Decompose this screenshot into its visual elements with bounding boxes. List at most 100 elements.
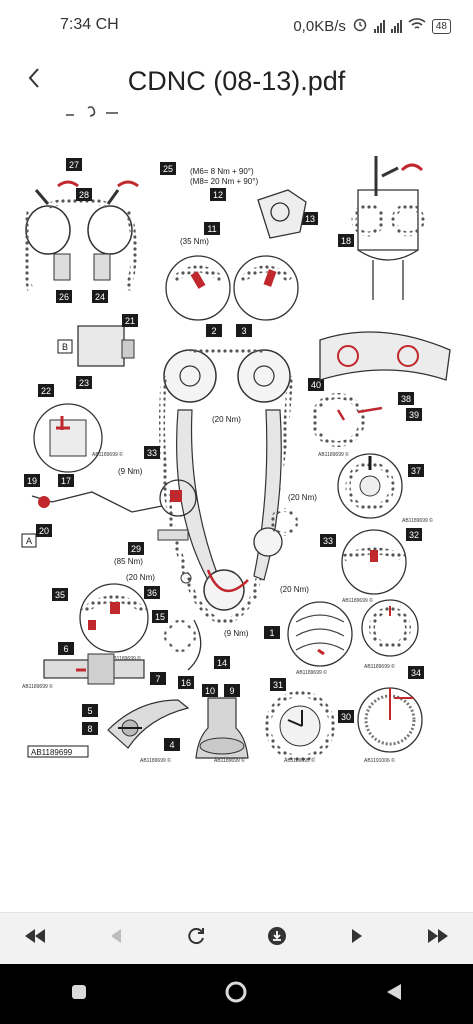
callout-9: 9 [224, 684, 240, 697]
svg-text:5: 5 [87, 706, 92, 716]
callout-39: 39 [406, 408, 422, 421]
ref-code-small-6: AB1189699 © [22, 683, 53, 690]
system-nav-bar [0, 964, 473, 1024]
rotate-button[interactable] [179, 922, 213, 956]
recents-button[interactable] [59, 974, 99, 1014]
download-button[interactable] [260, 922, 294, 956]
app-bar: CDNC (08-13).pdf [0, 52, 473, 112]
torque-9nm-a: (9 Nm) [118, 467, 143, 476]
ref-code-small-5: AB1189699 © [110, 655, 141, 662]
network-speed: 0,0KB/s [293, 17, 346, 35]
main-chain [159, 347, 293, 624]
home-circle-icon [224, 980, 248, 1009]
ref-code-small-1: AB1189699 © [92, 451, 123, 458]
svg-text:23: 23 [79, 378, 89, 388]
svg-text:12: 12 [213, 190, 223, 200]
callout-B: B [57, 339, 73, 354]
download-icon [267, 926, 287, 951]
svg-text:11: 11 [207, 224, 216, 234]
top-left-camshaft-assembly [23, 180, 139, 291]
svg-text:19: 19 [27, 476, 37, 486]
callout-38: 38 [398, 392, 414, 405]
callout-27: 27 [66, 158, 82, 171]
svg-text:20: 20 [39, 526, 49, 536]
callout-4: 4 [164, 738, 180, 751]
svg-text:13: 13 [305, 214, 315, 224]
svg-text:24: 24 [95, 292, 105, 302]
svg-text:39: 39 [409, 410, 419, 420]
svg-text:29: 29 [131, 544, 141, 554]
callout-34: 34 [408, 666, 424, 679]
timing-chain-diagram: 27 25 28 26 24 (M6= 8 Nm + 90°) (M8= 20 … [18, 150, 458, 765]
wifi-icon [408, 17, 426, 35]
signal-icon-1 [373, 19, 385, 33]
callout-29: 29 [128, 542, 144, 555]
callout-11: 11 [204, 222, 220, 235]
callout-21: 21 [122, 314, 138, 327]
ref-code-small-11: AB1189699 © [284, 757, 315, 764]
svg-text:33: 33 [147, 448, 157, 458]
torque-35nm: (35 Nm) [180, 237, 209, 246]
home-button[interactable] [216, 974, 256, 1014]
callout-15: 15 [152, 610, 168, 623]
callout-30: 30 [338, 710, 354, 723]
ref-code-small-10: AB1189699 © [214, 757, 245, 764]
callout-10: 10 [202, 684, 218, 697]
svg-text:8: 8 [87, 724, 92, 734]
alarm-icon [352, 16, 368, 36]
callout-17: 17 [58, 474, 74, 487]
svg-text:9: 9 [229, 686, 234, 696]
callout-18: 18 [338, 234, 354, 247]
callout-A: A [21, 533, 37, 548]
svg-text:16: 16 [181, 678, 191, 688]
next-page-icon [351, 929, 363, 948]
svg-text:26: 26 [59, 292, 69, 302]
svg-text:36: 36 [147, 588, 157, 598]
callout-1: 1 [264, 626, 280, 639]
svg-text:30: 30 [341, 712, 351, 722]
callout-32: 32 [406, 528, 422, 541]
next-page-button[interactable] [340, 922, 374, 956]
callout-5: 5 [82, 704, 98, 717]
svg-text:22: 22 [41, 386, 51, 396]
ref-code-small-8: AB1189699 © [364, 663, 395, 670]
svg-text:40: 40 [311, 380, 321, 390]
callout-7: 7 [150, 672, 166, 685]
svg-text:1: 1 [269, 628, 274, 638]
callout-25: 25 [160, 162, 176, 175]
back-triangle-icon [386, 983, 402, 1006]
back-button[interactable] [16, 62, 52, 98]
torque-note-m6: (M6= 8 Nm + 90°) [190, 167, 254, 176]
prev-page-icon [110, 929, 122, 948]
callout-14: 14 [214, 656, 230, 669]
battery-icon: 48 [431, 18, 451, 34]
callout-28: 28 [76, 188, 92, 201]
callout-16: 16 [178, 676, 194, 689]
callout-33-top: 33 [144, 446, 160, 459]
svg-text:18: 18 [341, 236, 351, 246]
torque-20nm-a: (20 Nm) [212, 415, 241, 424]
callout-26: 26 [56, 290, 72, 303]
first-page-button[interactable] [18, 922, 52, 956]
ref-code-alt: AB1191006 © [364, 757, 395, 764]
svg-text:7: 7 [155, 674, 160, 684]
skip-forward-icon [426, 929, 450, 948]
skip-back-icon [23, 929, 47, 948]
torque-85nm: (85 Nm) [114, 557, 143, 566]
svg-text:25: 25 [163, 164, 173, 174]
svg-text:14: 14 [217, 658, 227, 668]
callout-20: 20 [36, 524, 52, 537]
last-page-button[interactable] [421, 922, 455, 956]
pdf-toolbar [0, 912, 473, 964]
svg-text:34: 34 [411, 668, 421, 678]
callout-8: 8 [82, 722, 98, 735]
torque-9nm-b: (9 Nm) [224, 629, 249, 638]
previous-page-button[interactable] [99, 922, 133, 956]
ref-code-small-3: AB1189699 © [402, 517, 433, 524]
chevron-left-icon [26, 66, 42, 95]
svg-text:15: 15 [155, 612, 165, 622]
svg-text:4: 4 [169, 740, 174, 750]
callout-23: 23 [76, 376, 92, 389]
svg-text:21: 21 [125, 316, 135, 326]
system-back-button[interactable] [374, 974, 414, 1014]
